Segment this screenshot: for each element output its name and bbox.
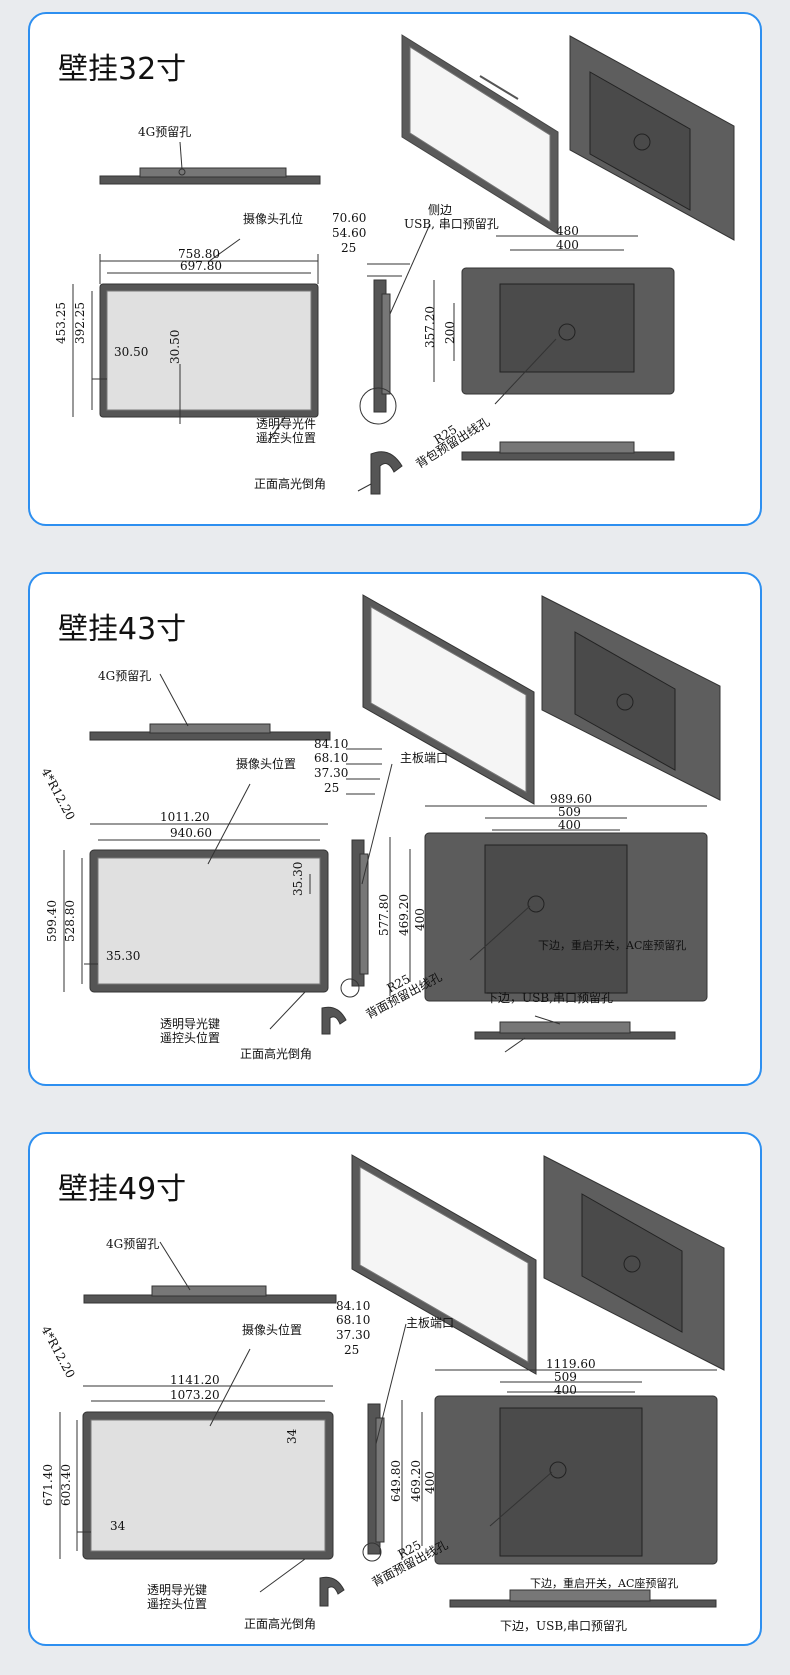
label-bevel: 正面高光倒角 (244, 1617, 317, 1631)
dim-inner-height: 392.25 (73, 302, 87, 344)
dim-inner-height: 603.40 (59, 1464, 73, 1506)
label-4g-port: 4G预留孔 (98, 669, 152, 683)
back-view (389, 805, 708, 1053)
dim-back-width: 989.60 (550, 792, 592, 806)
dim-side-2: 68.10 (336, 1313, 371, 1327)
dim-back-height-2: 469.20 (409, 1460, 423, 1502)
dim-back-width-2: 509 (558, 805, 581, 819)
dim-side-3: 37.30 (336, 1328, 371, 1342)
section-title: 壁挂32寸 (58, 52, 187, 87)
section-43-inch: 壁挂43寸 (28, 572, 762, 1086)
side-view (321, 748, 393, 1035)
section-title: 壁挂49寸 (58, 1172, 187, 1207)
dim-back-width: 480 (556, 224, 579, 238)
dim-side-4: 25 (324, 781, 340, 795)
dim-inner-width: 940.60 (170, 826, 212, 840)
dim-outer-width: 1141.20 (170, 1373, 220, 1387)
dim-outer-height: 671.40 (41, 1464, 55, 1506)
dim-margin-left: 30.50 (114, 345, 149, 359)
iso-front-view (401, 34, 559, 235)
dim-outer-width: 758.80 (178, 247, 220, 261)
front-view-dimensioned (72, 238, 319, 443)
label-light-guide: 透明导光件 (256, 417, 317, 431)
dim-outer-width: 1011.20 (160, 810, 210, 824)
dim-side-1: 70.60 (332, 211, 367, 225)
label-4g-port: 4G预留孔 (106, 1237, 160, 1251)
top-view (89, 673, 331, 741)
iso-back-view (541, 595, 721, 801)
iso-back-view (543, 1155, 725, 1371)
dim-back-height: 357.20 (423, 306, 437, 348)
dim-back-inner-height: 200 (443, 321, 457, 344)
label-light-guide: 透明导光键 (160, 1017, 221, 1031)
label-mainboard-port: 主板端口 (400, 751, 449, 765)
label-remote: 遥控头位置 (160, 1031, 221, 1045)
label-remote: 遥控头位置 (256, 431, 317, 445)
iso-front-view (362, 594, 535, 805)
dim-side-2: 68.10 (314, 751, 349, 765)
dim-margin-left: 34 (110, 1519, 126, 1533)
section-32-inch: 壁挂32寸 (28, 12, 762, 526)
label-camera: 摄像头位置 (242, 1323, 303, 1337)
label-bevel: 正面高光倒角 (254, 477, 327, 491)
iso-front-view (351, 1154, 537, 1375)
label-bevel: 正面高光倒角 (240, 1047, 313, 1061)
dim-back-inner-height: 400 (413, 908, 427, 931)
dim-back-inner-width: 400 (558, 818, 581, 832)
dim-back-height-2: 469.20 (397, 894, 411, 936)
label-bottom-note-1: 下边，重启开关，AC座预留孔 (530, 1577, 679, 1590)
back-view (433, 235, 675, 461)
label-bottom-note-2: 下边，USB,串口预留孔 (500, 1619, 627, 1633)
label-4g-port: 4G预留孔 (138, 125, 192, 139)
front-view-dimensioned (59, 1348, 334, 1593)
label-camera: 摄像头位置 (236, 757, 297, 771)
label-light-guide: 透明导光键 (147, 1583, 208, 1597)
label-mainboard-port: 主板端口 (406, 1316, 455, 1330)
dim-side-3: 25 (341, 241, 357, 255)
dim-back-width-2: 509 (554, 1370, 577, 1384)
dim-side-3: 37.30 (314, 766, 349, 780)
dim-back-inner-width: 400 (554, 1383, 577, 1397)
dim-back-height: 649.80 (389, 1460, 403, 1502)
dim-inner-width: 1073.20 (170, 1388, 220, 1402)
side-view (357, 223, 431, 495)
label-camera: 摄像头孔位 (243, 212, 304, 226)
back-view (401, 1369, 718, 1608)
label-usb-serial: USB, 串口预留孔 (404, 217, 499, 231)
dim-inner-height: 528.80 (63, 900, 77, 942)
dim-inner-width: 697.80 (180, 259, 222, 273)
iso-back-view (569, 35, 735, 241)
drawing-43-inch (63, 594, 721, 1053)
dim-back-height: 577.80 (377, 894, 391, 936)
label-side-note: 侧边 (428, 203, 453, 217)
top-view (83, 1241, 337, 1304)
dim-outer-height: 599.40 (45, 900, 59, 942)
dim-side-1: 84.10 (314, 737, 349, 751)
dim-back-width: 1119.60 (546, 1357, 596, 1371)
dim-side-4: 25 (344, 1343, 360, 1357)
dim-outer-height: 453.25 (54, 302, 68, 344)
drawing-49-inch (59, 1154, 725, 1608)
dim-back-inner-height: 400 (423, 1471, 437, 1494)
section-title: 壁挂43寸 (58, 612, 187, 647)
dim-margin-top: 35.30 (291, 861, 305, 896)
dim-margin-bottom: 30.50 (168, 329, 182, 364)
front-view-dimensioned (63, 783, 329, 1030)
dim-side-1: 84.10 (336, 1299, 371, 1313)
dim-margin-top: 34 (285, 1428, 299, 1444)
drawing-32-inch (72, 34, 735, 495)
top-view (99, 141, 321, 185)
section-49-inch: 壁挂49寸 (28, 1132, 762, 1646)
dim-margin-left: 35.30 (106, 949, 141, 963)
label-bottom-note-2: 下边，USB,串口预留孔 (486, 991, 613, 1005)
label-remote: 遥控头位置 (147, 1597, 208, 1611)
dim-side-2: 54.60 (332, 226, 367, 240)
side-view (319, 1323, 407, 1607)
label-bottom-note-1: 下边，重启开关，AC座预留孔 (538, 939, 687, 952)
dim-back-inner-width: 400 (556, 238, 579, 252)
